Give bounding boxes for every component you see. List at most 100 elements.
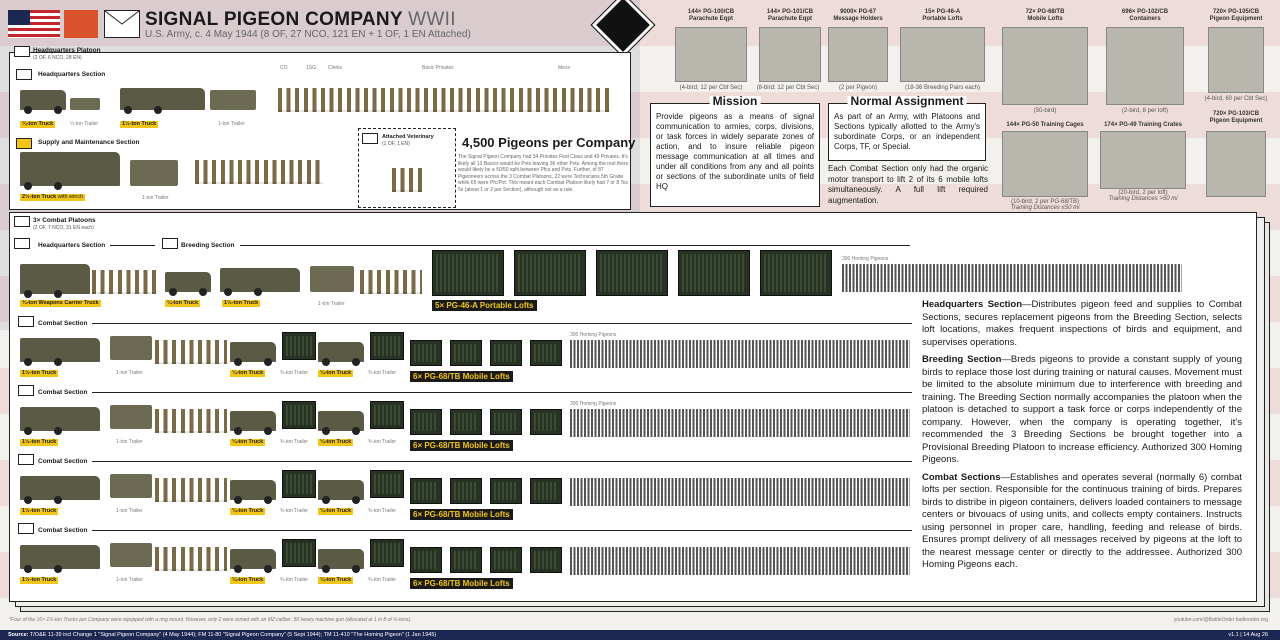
mobile-loft [490, 547, 522, 573]
pg-46-photo [900, 27, 985, 82]
mobile-loft [530, 409, 562, 435]
breeding-soldiers [360, 270, 422, 294]
pg-102-photo [1106, 27, 1184, 105]
combat-trailer-label: 1-ton Trailer [116, 577, 143, 583]
combat-q-truck-tag: ¼-ton Truck [230, 370, 266, 377]
divider [92, 323, 912, 324]
pg-67-photo [828, 27, 888, 82]
col-label-mess: Mess [558, 65, 570, 71]
equip-cap-pg50: (10-bird, 2 per PG-68/TB)Training Distan… [1010, 199, 1080, 211]
col-label-basic-privates: Basic Privates [422, 65, 454, 71]
one-half-ton-truck [120, 88, 205, 114]
quarter-ton-truck [20, 90, 66, 114]
breeding-description: Breeding Section—Breds pigeons to provid… [922, 354, 1242, 465]
us-flag-icon [8, 10, 60, 38]
hq-platoon-strength: (2 OF, 6 NCO, 28 EN) [33, 55, 82, 61]
equip-cap-pg105: (4-bird, 60 per Cbt Sec) [1204, 96, 1268, 102]
pg-103-photo [1206, 131, 1266, 197]
mobile-loft [450, 547, 482, 573]
combat-description: Combat Sections—Establishes and operates… [922, 471, 1242, 571]
combat-soldiers [155, 340, 227, 364]
mobile-loft [530, 340, 562, 366]
portable-loft [596, 250, 668, 296]
two-half-ton-truck [20, 152, 120, 190]
vet-label: Attached Veterinary [382, 134, 434, 140]
pg-100-photo [675, 27, 747, 82]
divider [92, 392, 912, 393]
mobile-loft-trailer [282, 470, 316, 498]
pigeons-per-company-note: The Signal Pigeon Company had 34 Private… [458, 154, 629, 193]
mobile-loft [410, 409, 442, 435]
combat-section-symbol-icon [18, 385, 34, 396]
combat-q-truck [318, 411, 364, 435]
portable-loft [514, 250, 586, 296]
combat-q-truck-tag: ¼-ton Truck [318, 370, 354, 377]
mission-text: Provide pigeons as a means of signal com… [656, 112, 814, 191]
source-footer: Source: T/O&E 11-39 incl Change 1 "Signa… [0, 630, 1280, 640]
section-symbol-icon [16, 69, 32, 80]
col-label-co: CO [280, 65, 288, 71]
supply-trailer [130, 160, 178, 186]
combat-section-symbol-icon [18, 523, 34, 534]
mobile-loft-trailer [282, 332, 316, 360]
one-ton-trailer-label: 1-ton Trailer [218, 121, 245, 127]
combat-hq-symbol-icon [14, 238, 30, 249]
combat-trailer [110, 474, 152, 498]
combat-trailer-label: 1-ton Trailer [116, 439, 143, 445]
supply-symbol-icon [16, 138, 32, 149]
assignment-title: Normal Assignment [847, 95, 967, 107]
equip-cap-pg101: (8-bird; 12 per Cbt Sec) [756, 85, 820, 91]
mobile-loft-trailer [282, 401, 316, 429]
mobile-loft-trailer [370, 539, 404, 567]
combat-q-truck [230, 342, 276, 366]
combat-q-trailer-label: ¾-ton Trailer [280, 439, 309, 445]
combat-section-symbol-icon [18, 316, 34, 327]
combat-q-trailer-label: ¾-ton Trailer [368, 439, 397, 445]
combat-trailer-label: 1-ton Trailer [116, 370, 143, 376]
combat-q-trailer-label: ¾-ton Trailer [368, 508, 397, 514]
quarter-ton-trailer-label: ¼-ton Trailer [70, 121, 99, 127]
combat-pigeons-label: 300 Homing Pigeons [570, 332, 617, 338]
col-label-clerks: Clerks [328, 65, 343, 71]
equip-cap-pg49: (20-bird, 2 per loft)Training Distances … [1108, 190, 1178, 202]
mobile-lofts-tag: 6× PG-68/TB Mobile Lofts [410, 578, 513, 589]
divider [110, 245, 155, 246]
combat-section-label: Combat Section [38, 320, 88, 327]
combat-section-label: Combat Section [38, 527, 88, 534]
divider [240, 245, 910, 246]
portable-loft [678, 250, 750, 296]
combat-truck-tag: 1½-ton Truck [20, 370, 59, 377]
weapons-carrier-truck [20, 264, 90, 298]
mobile-loft [410, 478, 442, 504]
hq-section-label: Headquarters Section [38, 71, 106, 78]
pigeons-per-company-title: 4,500 Pigeons per Company [462, 135, 636, 150]
breeding-quarter-truck [165, 272, 211, 296]
vet-symbol-icon [362, 133, 378, 144]
supply-section-label: Supply and Maintenance Section [38, 139, 140, 146]
quarter-ton-trailer [70, 98, 100, 110]
combat-q-trailer-label: ¾-ton Trailer [280, 370, 309, 376]
supply-trailer-label: 1-ton Trailer [142, 195, 169, 201]
combat-truck [20, 476, 100, 504]
breeding-trailer-label: 1-ton Trailer [318, 301, 345, 307]
breeding-section-label: Breeding Section [181, 242, 235, 249]
mobile-loft [490, 478, 522, 504]
combat-q-trailer-label: ¾-ton Trailer [280, 508, 309, 514]
version-label: v1.1 | 14 Aug 26 [1228, 632, 1268, 638]
equip-label-pg50: 144× PG-50 Training Cages [1006, 122, 1084, 128]
divider [92, 461, 912, 462]
combat-platoon-strength: (2 OF, 7 NCO, 31 EN each) [33, 225, 94, 231]
combat-soldiers [155, 547, 227, 571]
mobile-loft [450, 409, 482, 435]
combat-pigeons [570, 409, 910, 437]
mission-title: Mission [709, 95, 761, 107]
combat-trailer [110, 336, 152, 360]
combat-hq-soldiers [92, 270, 156, 294]
combat-q-truck [318, 480, 364, 504]
mobile-lofts-tag: 6× PG-68/TB Mobile Lofts [410, 509, 513, 520]
combat-q-truck [230, 411, 276, 435]
